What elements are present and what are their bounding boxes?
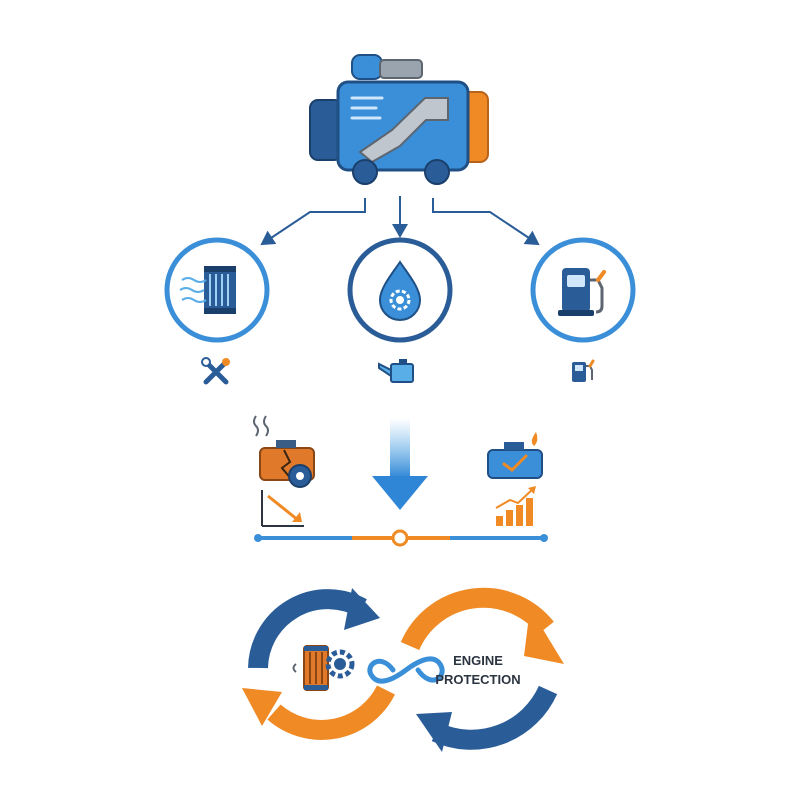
cycle-arrow-blue-top xyxy=(248,589,367,669)
cycle-arrows xyxy=(242,587,564,752)
timeline-end-dot xyxy=(540,534,548,542)
fuel-pump-icon xyxy=(558,268,606,316)
branch-arrows xyxy=(260,196,540,246)
timeline-bar xyxy=(254,529,548,547)
declining-trend-icon xyxy=(261,490,304,527)
air-filter-icon xyxy=(179,266,236,314)
arrow-to-fuel xyxy=(432,198,540,246)
oil-drop-gear-icon xyxy=(378,260,422,321)
wrench-screwdriver-icon xyxy=(201,357,230,385)
damaged-engine-icon xyxy=(253,415,315,488)
small-fuel-pump-icon xyxy=(572,359,595,382)
timeline-start-dot xyxy=(254,534,262,542)
infinity-icon xyxy=(367,656,445,684)
timeline-center-marker xyxy=(391,529,409,547)
arrow-to-air-filter xyxy=(260,198,366,246)
rising-bar-chart-icon xyxy=(495,486,536,526)
cycle-label-protection: PROTECTION xyxy=(435,672,520,687)
oil-can-icon xyxy=(378,359,414,383)
category-oil xyxy=(347,237,453,343)
cycle-arrow-orange-top xyxy=(400,587,554,651)
category-air-filter xyxy=(164,237,270,343)
healthy-engine-icon xyxy=(487,432,543,479)
cycle-arrow-blue-bottom xyxy=(431,685,558,750)
cycle-label-engine: ENGINE xyxy=(453,653,503,668)
engine-block-icon xyxy=(309,54,489,185)
filter-gear-icon xyxy=(292,645,355,691)
category-fuel xyxy=(530,237,636,343)
cycle-arrow-orange-bottom xyxy=(267,685,395,740)
down-arrow xyxy=(372,418,428,510)
